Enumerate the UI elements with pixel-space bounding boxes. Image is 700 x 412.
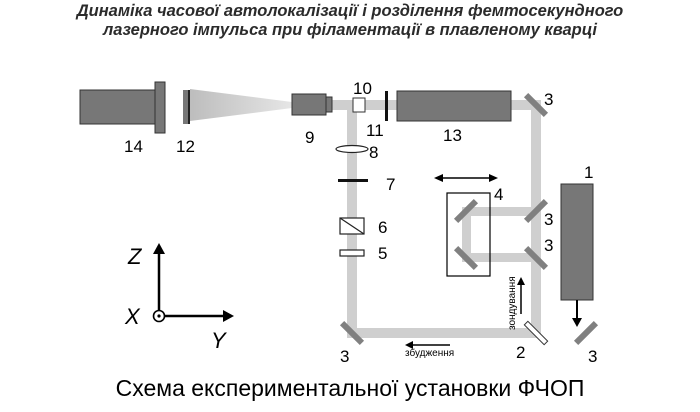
label-6: 6	[378, 218, 387, 237]
x-axis-dot	[157, 314, 161, 318]
plate-11	[385, 91, 388, 121]
laser-14-front	[154, 81, 166, 134]
mirror-3-right-lower	[523, 245, 549, 271]
label-10: 10	[353, 79, 372, 98]
probe-annotation: зондування	[507, 276, 518, 330]
delay-arrow-right-head	[489, 174, 498, 182]
label-14: 14	[124, 137, 143, 156]
mirror-3-top	[523, 92, 549, 118]
label-8: 8	[369, 143, 378, 162]
mirror-3-right-upper	[523, 198, 549, 224]
axis-label-y: Y	[211, 328, 227, 353]
label-3-bottom-left: 3	[340, 347, 349, 366]
label-3-right-upper: 3	[544, 210, 553, 229]
label-3-bottom-right: 3	[588, 347, 597, 366]
label-2: 2	[516, 343, 525, 362]
detector-13	[396, 90, 512, 122]
axis-label-z: Z	[127, 244, 143, 269]
mirror-3-bottom-left	[339, 320, 365, 346]
axis-label-x: X	[124, 304, 141, 329]
probe-arrow-head	[517, 277, 525, 285]
z-axis-arrowhead	[153, 243, 165, 254]
lens-8	[335, 144, 369, 154]
laser-1	[560, 183, 594, 301]
label-12: 12	[176, 137, 195, 156]
mirror-4-upper	[453, 198, 479, 224]
beam-cone	[190, 89, 292, 121]
waveplate-5	[339, 249, 365, 257]
delay-stage-4	[446, 192, 491, 277]
beam-probe	[531, 258, 541, 328]
plate-7	[338, 179, 368, 182]
objective-9-tip	[325, 96, 333, 113]
beam-splitter-2	[523, 320, 549, 346]
excitation-arrow-head	[405, 341, 413, 349]
label-1: 1	[584, 163, 593, 182]
label-3-top: 3	[544, 90, 553, 109]
mirror-4-lower	[453, 245, 479, 271]
mirrors	[339, 92, 599, 346]
excitation-annotation: збудження	[405, 347, 454, 359]
delay-arrow-left-head	[434, 174, 443, 182]
figure-caption: Схема експериментальної установки ФЧОП	[115, 375, 585, 401]
polarizer-6-diagonal	[339, 217, 365, 235]
label-11: 11	[366, 121, 384, 140]
plate-12-dark	[188, 90, 190, 124]
title-line-2: лазерного імпульса при філаментації в пл…	[103, 21, 597, 39]
label-5: 5	[378, 244, 387, 263]
title-line-1: Динаміка часової автолокалізації і розді…	[76, 2, 624, 20]
label-7: 7	[386, 175, 395, 194]
beam-delay-upper	[462, 207, 536, 216]
beam-delay-link	[462, 207, 471, 262]
beam-bottom	[347, 328, 541, 338]
laser-14-body	[79, 89, 157, 125]
sample-10	[352, 97, 366, 113]
label-13: 13	[443, 126, 462, 145]
arrow-1-head	[572, 318, 582, 327]
label-9: 9	[305, 128, 314, 147]
mirror-3-bottom-right	[573, 320, 599, 346]
label-4: 4	[494, 185, 503, 204]
beam-right-vertical	[531, 100, 541, 260]
plate-12	[183, 90, 188, 124]
beam-delay-lower	[462, 253, 536, 262]
y-axis-arrowhead	[223, 310, 234, 322]
coordinate-axes	[152, 243, 234, 323]
label-3-right-lower: 3	[544, 236, 553, 255]
objective-9-body	[291, 93, 327, 116]
